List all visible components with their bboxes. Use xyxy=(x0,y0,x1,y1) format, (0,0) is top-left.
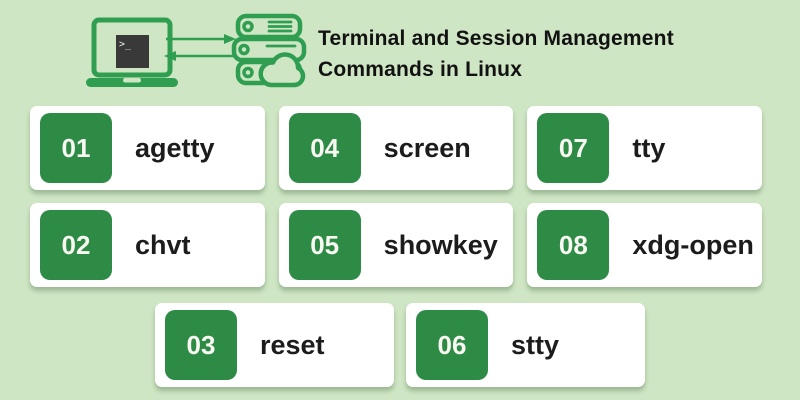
card-row-3: 03 reset 06 stty xyxy=(155,303,645,387)
command-number-badge: 02 xyxy=(40,210,112,280)
command-card-agetty: 01 agetty xyxy=(30,106,265,190)
page-title-line1: Terminal and Session Management xyxy=(318,27,674,50)
command-number-badge: 04 xyxy=(288,113,361,183)
command-label: stty xyxy=(511,329,560,360)
command-label: screen xyxy=(383,132,471,163)
command-card-screen: 04 screen xyxy=(278,106,514,190)
command-label: reset xyxy=(260,329,325,360)
command-label: xdg-open xyxy=(632,229,754,260)
page-title: Terminal and Session Management Commands… xyxy=(318,23,674,85)
command-label: tty xyxy=(632,132,666,163)
command-card-xdg-open: 08 xdg-open xyxy=(527,203,763,287)
command-label: agetty xyxy=(135,132,215,163)
command-card-stty: 06 stty xyxy=(406,303,645,387)
command-card-chvt: 02 chvt xyxy=(30,203,265,287)
card-row-2: 02 chvt 05 showkey 08 xdg-open xyxy=(30,203,763,287)
command-card-tty: 07 tty xyxy=(527,106,763,190)
page-title-line2: Commands in Linux xyxy=(318,58,523,81)
command-number-badge: 03 xyxy=(165,310,237,380)
command-card-reset: 03 reset xyxy=(155,303,394,387)
card-row-1: 01 agetty 04 screen 07 tty xyxy=(30,106,763,190)
command-number-badge: 08 xyxy=(537,210,610,280)
command-number-badge: 05 xyxy=(288,210,361,280)
command-number-badge: 06 xyxy=(416,310,488,380)
command-number-badge: 07 xyxy=(537,113,610,183)
command-label: chvt xyxy=(135,229,191,260)
command-card-showkey: 05 showkey xyxy=(278,203,514,287)
command-number-badge: 01 xyxy=(40,113,112,183)
server-cloud-icon xyxy=(231,13,307,88)
laptop-terminal-icon: >_ xyxy=(86,17,178,87)
transfer-arrows-icon xyxy=(164,34,236,61)
command-label: showkey xyxy=(383,229,498,260)
terminal-prompt-glyph: >_ xyxy=(119,39,132,50)
